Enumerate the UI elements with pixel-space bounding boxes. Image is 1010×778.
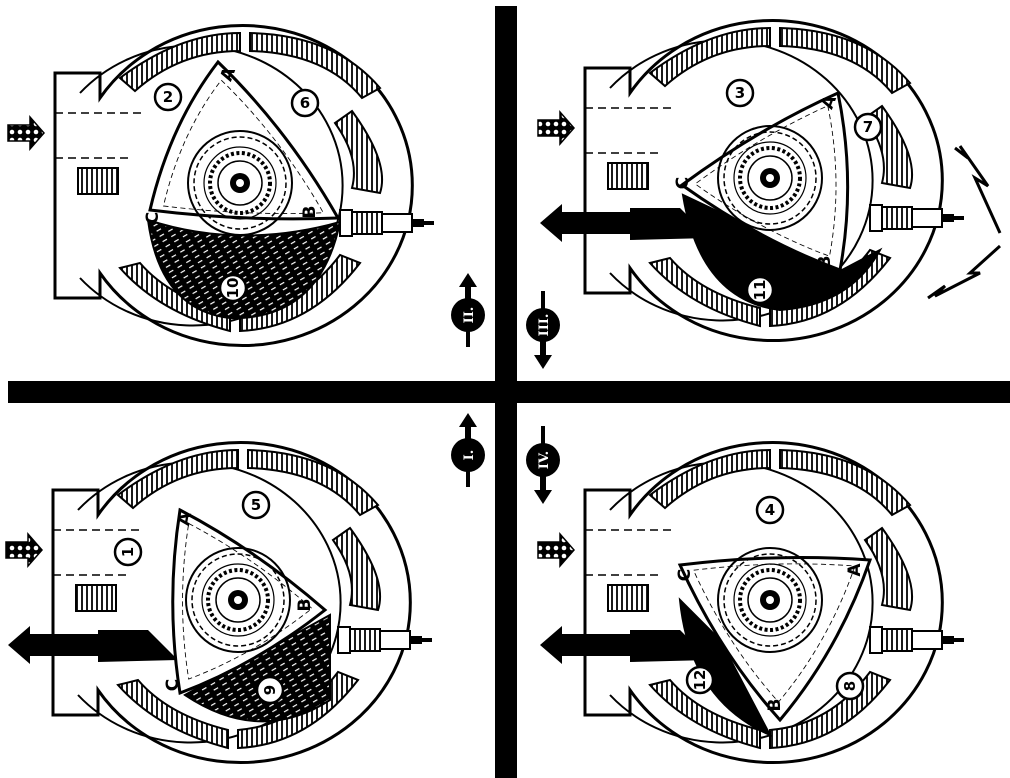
arrow-down-icon	[534, 476, 552, 504]
rotor-vertex-label-b: B	[300, 206, 320, 219]
chamber-number: 11	[747, 277, 773, 303]
chamber-number: 6	[292, 90, 318, 116]
eccentric-shaft-gear	[188, 131, 292, 235]
port-block	[608, 585, 648, 611]
spark-plug-icon	[338, 627, 432, 653]
phase-marker: II.	[451, 273, 485, 347]
rotor-vertex-label-b: B	[765, 699, 785, 712]
spark-plug-icon	[870, 627, 964, 653]
svg-text:4: 4	[765, 501, 775, 519]
port-block	[76, 585, 116, 611]
chamber-number: 8	[837, 673, 863, 699]
chamber-number: 5	[243, 492, 269, 518]
port-block	[78, 168, 118, 194]
rotor-vertex-label-b: B	[295, 599, 315, 612]
intake-arrow-icon	[538, 112, 574, 144]
spark-plug-icon	[870, 205, 964, 231]
rotor-vertex-label-c: C	[675, 569, 695, 581]
svg-text:2: 2	[163, 88, 173, 106]
chamber-number: 3	[727, 80, 753, 106]
phase-marker: IV.	[526, 426, 560, 504]
svg-text:5: 5	[251, 496, 261, 514]
svg-text:II.: II.	[462, 307, 477, 324]
svg-text:6: 6	[300, 94, 310, 112]
arrow-up-icon	[459, 413, 477, 439]
spark-plug-icon	[340, 210, 434, 236]
rotor-vertex-label-b: B	[815, 256, 835, 269]
rotor-vertex-label-c: C	[143, 212, 163, 224]
port-block	[608, 163, 648, 189]
svg-text:III.: III.	[537, 314, 552, 337]
svg-text:12: 12	[691, 670, 709, 691]
svg-text:3: 3	[735, 84, 745, 102]
rotor-vertex-label-a: A	[845, 563, 865, 577]
chamber-number: 10	[220, 275, 246, 301]
chamber-number: 1	[115, 539, 141, 565]
horizontal-divider	[8, 381, 1010, 403]
chamber-number: 4	[757, 497, 783, 523]
rotor-vertex-label-c: C	[673, 177, 693, 189]
svg-text:I.: I.	[462, 450, 477, 461]
svg-text:10: 10	[224, 278, 242, 299]
intake-arrow-icon	[8, 117, 44, 149]
chamber-number: 9	[257, 677, 283, 703]
eccentric-shaft-gear	[186, 548, 290, 652]
svg-text:8: 8	[841, 681, 859, 691]
svg-text:IV.: IV.	[537, 451, 552, 469]
svg-text:1: 1	[119, 547, 137, 557]
phase-marker: I.	[451, 413, 485, 487]
eccentric-shaft-gear	[718, 548, 822, 652]
phase-marker: III.	[526, 291, 560, 369]
rotor-vertex-label-c: C	[163, 679, 183, 691]
svg-text:11: 11	[751, 280, 769, 301]
eccentric-shaft-gear	[718, 126, 822, 230]
intake-arrow-icon	[538, 534, 574, 566]
chamber-number: 7	[855, 114, 881, 140]
chamber-number: 2	[155, 84, 181, 110]
intake-arrow-icon	[6, 534, 42, 566]
arrow-down-icon	[534, 341, 552, 369]
chamber-number: 12	[687, 667, 713, 693]
svg-text:9: 9	[261, 685, 279, 695]
engine-bottom-right: A B C 4 8 12	[538, 443, 964, 763]
svg-text:7: 7	[863, 118, 873, 136]
arrow-up-icon	[459, 273, 477, 299]
